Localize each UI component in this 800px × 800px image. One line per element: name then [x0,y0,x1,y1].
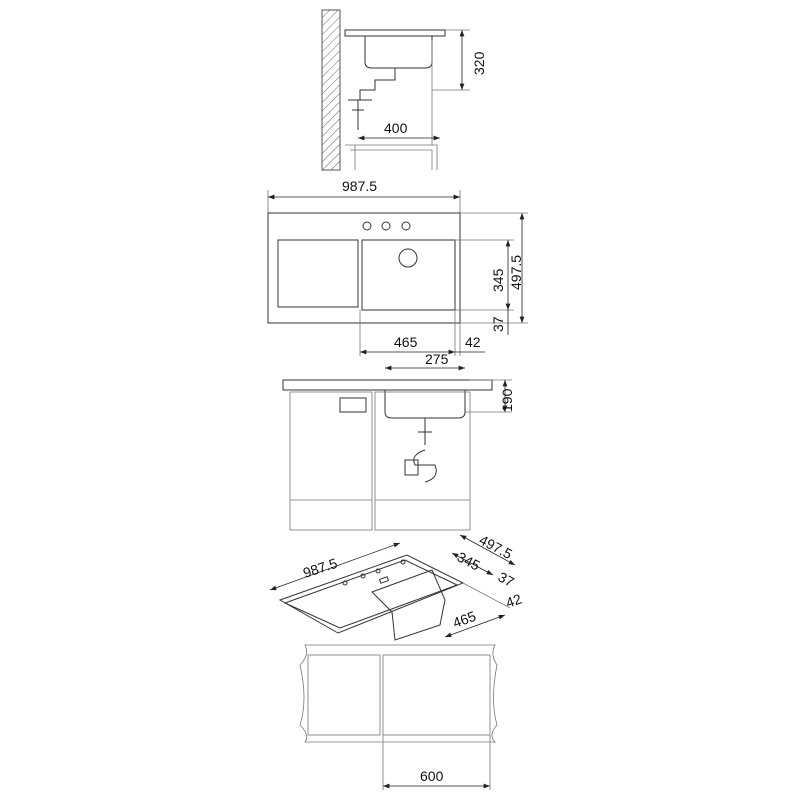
cabinet-outline [345,40,438,170]
dishwasher-cabinet [289,391,373,531]
countertop [344,29,446,37]
cabinet-view: 600 [299,644,498,790]
dishwasher-control [339,397,367,413]
tap-hole-icon [401,221,411,231]
bowl [361,239,456,311]
dim-497-5-iso: 497.5 [477,532,516,563]
dim-987-5: 987.5 [342,178,377,194]
dim-42-iso: 42 [504,590,524,610]
trap-pipe [404,418,437,483]
tap-hole-icon [381,221,391,231]
front-view: 275 190 [282,351,515,531]
drain-icon [398,248,418,268]
sink-outline [267,212,461,324]
cabinet-compartment-right [382,654,491,736]
dim-42: 42 [465,334,481,350]
side-view: 320 400 [321,9,487,171]
top-view: 987.5 345 497.5 37 465 42 [267,178,528,356]
cabinet-outline [299,644,498,743]
sink-bowl-section [384,390,466,419]
dim-320: 320 [471,51,487,75]
dim-400: 400 [384,120,408,136]
dim-37: 37 [490,316,506,332]
bowl [371,569,446,641]
sink-cabinet [374,391,471,531]
cabinet-compartment-left [307,654,381,736]
dim-37-iso: 37 [496,569,517,591]
dim-465: 465 [394,334,418,350]
sink-bowl-section [364,36,433,69]
tap-hole-icon [362,221,372,231]
dim-345-iso: 345 [455,549,483,574]
dim-600: 600 [420,768,444,784]
dim-190: 190 [499,388,515,412]
wall-hatch [321,9,341,171]
dim-497-5: 497.5 [508,255,524,290]
trap-pipe [348,68,396,130]
dim-987-5-iso: 987.5 [301,555,339,581]
dim-345: 345 [490,268,506,292]
countertop [282,379,493,391]
isometric-view: 987.5 497.5 345 37 42 465 [269,532,524,641]
dim-465-iso: 465 [451,608,479,631]
dim-275: 275 [425,351,449,367]
drainer-area [277,239,359,308]
